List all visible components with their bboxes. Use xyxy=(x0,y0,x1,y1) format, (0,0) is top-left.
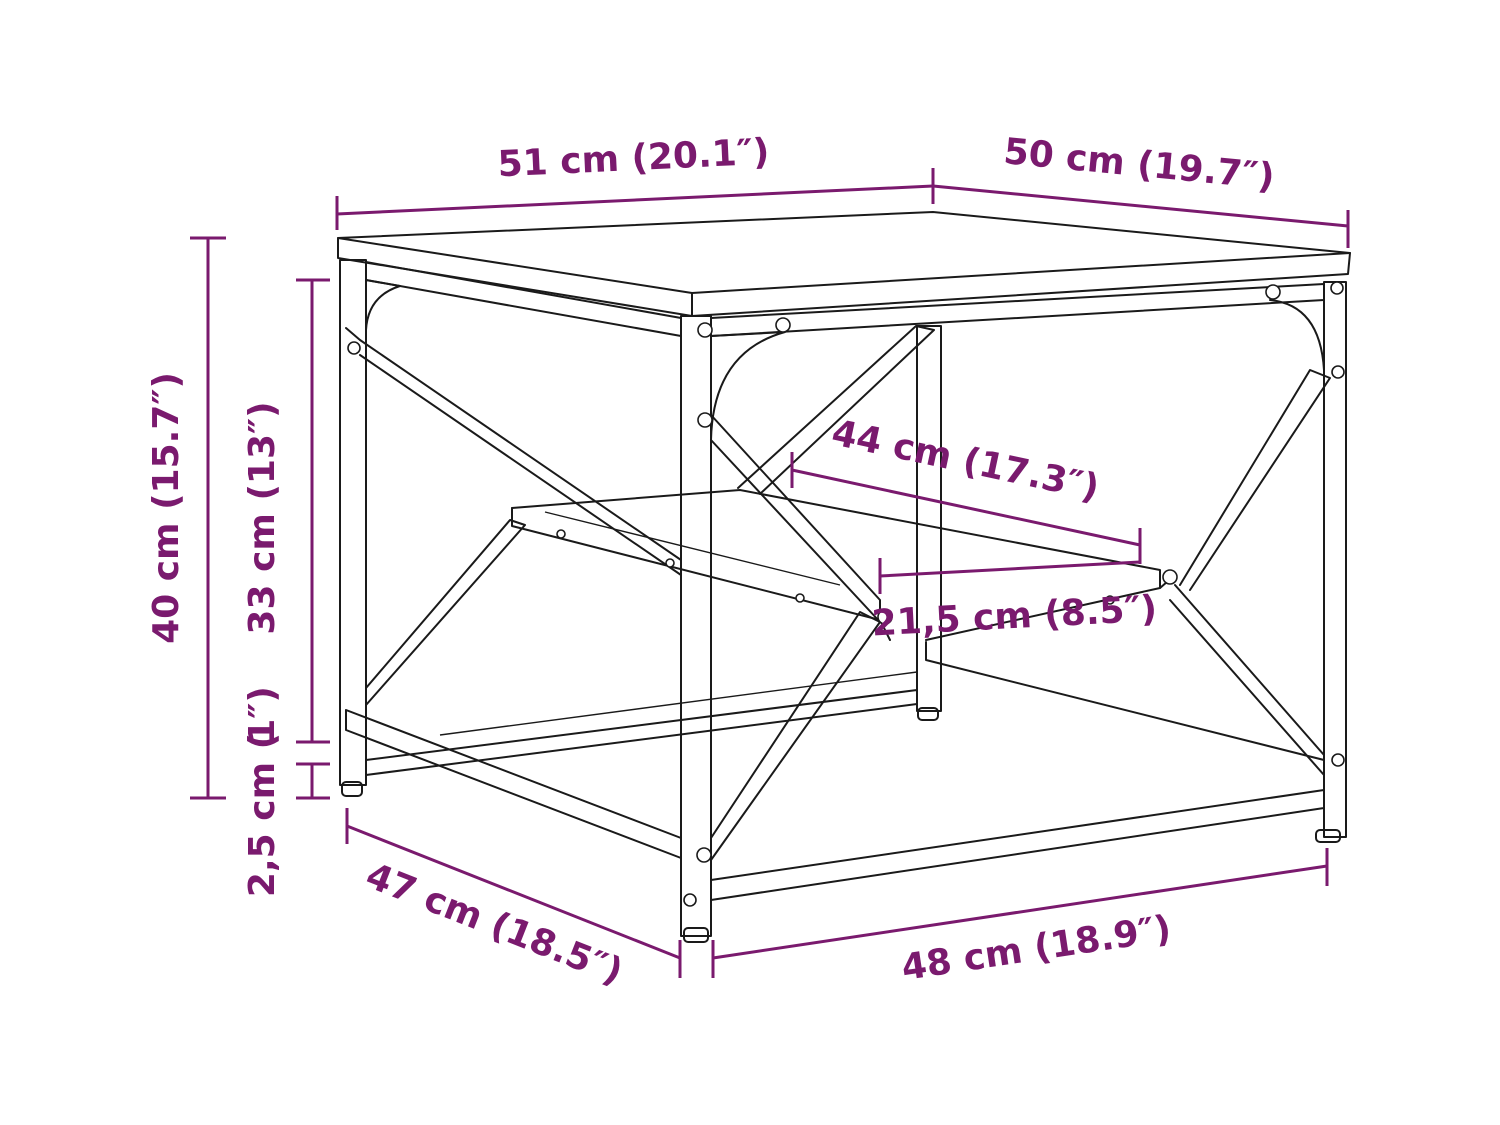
label-bottom-depth: 47 cm (18.5″) xyxy=(360,855,628,993)
middle-shelf-top xyxy=(511,489,1161,589)
x-brace-left-a xyxy=(345,327,682,576)
label-top-depth: 50 cm (19.7″) xyxy=(1002,131,1277,198)
foot-back-left xyxy=(341,781,363,797)
top-rail-front xyxy=(710,283,1325,337)
middle-shelf-inner xyxy=(544,511,841,586)
foot-back-right xyxy=(917,707,939,721)
leg-front-left xyxy=(680,315,712,937)
table-drawing xyxy=(337,211,1351,943)
arch-front-right xyxy=(1269,299,1325,371)
arch-back-left xyxy=(365,279,401,331)
leg-back-right xyxy=(916,325,942,712)
leg-back-left xyxy=(339,259,367,786)
x-brace-right-b xyxy=(1169,584,1325,776)
foot-front-right xyxy=(1315,829,1341,843)
x-brace-left-b xyxy=(365,519,526,706)
x-brace-front-a xyxy=(710,414,881,623)
dimension-lines xyxy=(190,168,1350,978)
label-frame-height: 33 cm (13″) xyxy=(242,401,283,634)
foot-front-left xyxy=(683,927,709,943)
bottom-rail-back xyxy=(365,689,918,776)
label-bottom-width: 48 cm (18.9″) xyxy=(899,908,1174,989)
bottom-rail-back-inner xyxy=(439,671,918,736)
bottom-rail-left xyxy=(345,709,682,859)
label-shelf-gap: 1″) xyxy=(242,686,283,744)
tabletop-edge xyxy=(337,237,1351,317)
label-foot-height: 2,5 cm ( xyxy=(242,733,283,897)
label-inner-width: 44 cm (17.3″) xyxy=(828,412,1102,509)
middle-shelf-front xyxy=(925,641,1325,761)
x-brace-front-b xyxy=(710,611,881,861)
arch-front-left xyxy=(710,331,786,441)
middle-shelf-left xyxy=(511,507,891,641)
leg-front-right xyxy=(1323,281,1347,838)
tabletop-surface xyxy=(337,211,1351,294)
top-rail-left xyxy=(365,261,682,337)
label-top-width: 51 cm (20.1″) xyxy=(497,132,770,186)
label-total-height: 40 cm (15.7″) xyxy=(146,372,187,644)
screws xyxy=(347,281,1345,907)
bottom-rail-front xyxy=(710,789,1325,901)
x-brace-front-c xyxy=(737,325,935,495)
x-brace-right-a xyxy=(1179,369,1331,591)
label-shelf-depth: 21,5 cm (8.5″) xyxy=(871,589,1158,645)
